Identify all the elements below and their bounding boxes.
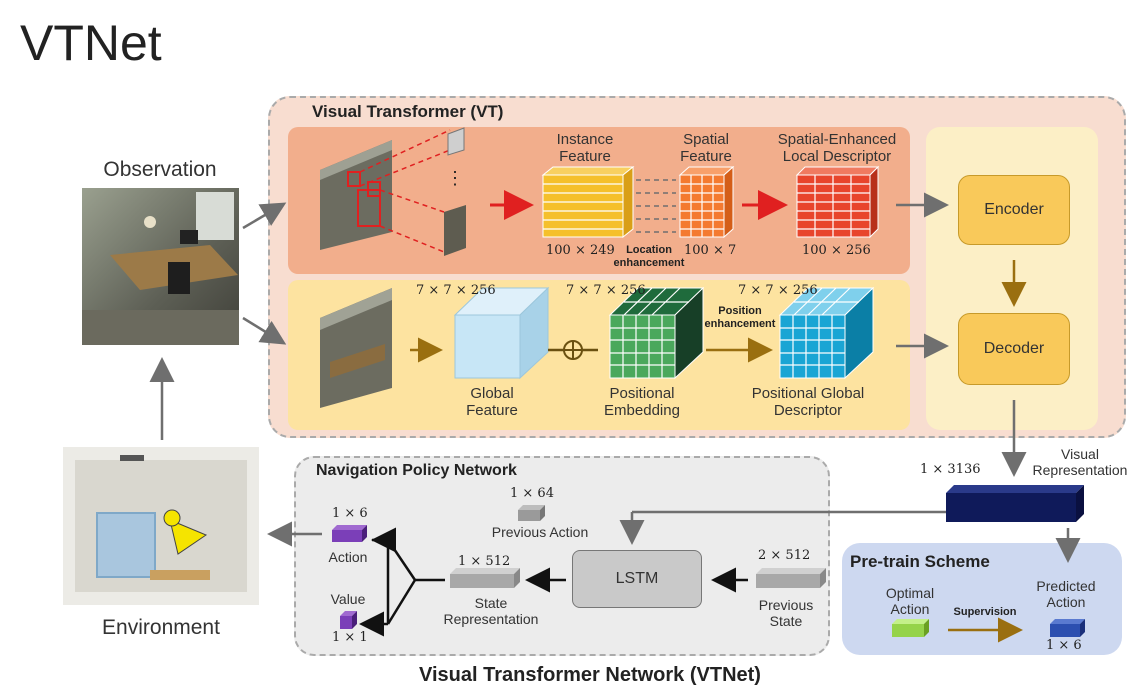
detection-image: [320, 127, 466, 256]
previous-state-block: [756, 568, 826, 588]
optimal-action-label: Optimal Action: [885, 585, 935, 618]
ellipsis: ⋮: [446, 168, 464, 188]
positional-embedding-block: [608, 286, 705, 380]
prev-state-dim: 2 × 512: [758, 548, 811, 563]
encoder-box: [958, 175, 1070, 245]
spatial-dim: 100 × 7: [684, 243, 737, 258]
encoder-label: Encoder: [984, 201, 1044, 218]
positional-dim: 7 × 7 × 256: [566, 283, 646, 298]
global-feature-label: Global Feature: [466, 385, 518, 420]
spatial-enhanced-block: [795, 165, 880, 239]
global-input-image: [320, 288, 392, 408]
enhanced-dim: 100 × 256: [802, 243, 871, 258]
position-enhancement-label: Position enhancement: [704, 305, 776, 330]
vt-title: Visual Transformer (VT): [312, 102, 504, 121]
value-dim: 1 × 1: [332, 630, 368, 645]
spatial-enhanced-label: Spatial-Enhanced Local Descriptor: [777, 131, 897, 166]
spatial-feature-block: [678, 165, 735, 239]
positional-global-block: [778, 286, 875, 380]
action-label: Action: [328, 549, 368, 565]
lstm-label: LSTM: [615, 570, 659, 587]
observation-image: [82, 188, 239, 345]
predicted-action-block: [1050, 619, 1085, 637]
positional-embedding-label: Positional Embedding: [604, 385, 680, 420]
prev-action-dim: 1 × 64: [510, 486, 554, 501]
value-label: Value: [330, 591, 366, 607]
positional-global-label: Positional Global Descriptor: [751, 385, 865, 420]
value-block: [340, 611, 357, 629]
visual-representation-block: [946, 485, 1084, 522]
decoder-box: [958, 313, 1070, 385]
action-block: [332, 525, 367, 542]
optimal-action-block: [892, 619, 929, 637]
prev-action-label: Previous Action: [491, 524, 589, 540]
state-representation-block: [450, 568, 520, 588]
state-label: State Representation: [443, 595, 539, 628]
pos-global-dim: 7 × 7 × 256: [738, 283, 818, 298]
global-dim: 7 × 7 × 256: [416, 283, 496, 298]
nav-title: Navigation Policy Network: [316, 462, 517, 479]
concat-dashes: [636, 179, 676, 233]
instance-feature-label: Instance Feature: [556, 131, 614, 166]
slide-title: VTNet: [20, 15, 162, 71]
environment-label: Environment: [102, 616, 220, 639]
lstm-box: [572, 550, 702, 608]
global-feature-block: [453, 286, 550, 380]
supervision-label: Supervision: [953, 606, 1017, 618]
predicted-action-label: Predicted Action: [1036, 578, 1096, 611]
instance-dim: 100 × 249: [546, 243, 615, 258]
instance-feature-block: [541, 165, 635, 239]
action-dim: 1 × 6: [332, 506, 368, 521]
visual-rep-dim: 1 × 3136: [920, 462, 981, 477]
decoder-label: Decoder: [983, 340, 1045, 357]
state-dim: 1 × 512: [458, 554, 511, 569]
previous-action-block: [518, 505, 545, 521]
pretrain-title: Pre-train Scheme: [850, 552, 990, 571]
location-enhancement-label: Location enhancement: [613, 244, 685, 269]
environment-image: [63, 447, 259, 605]
predicted-dim: 1 × 6: [1046, 638, 1082, 653]
figure-caption: Visual Transformer Network (VTNet): [419, 664, 761, 686]
spatial-feature-label: Spatial Feature: [680, 131, 732, 166]
prev-state-label: Previous State: [758, 597, 814, 630]
observation-label: Observation: [103, 158, 217, 181]
visual-rep-label: Visual Representation: [1032, 446, 1128, 479]
